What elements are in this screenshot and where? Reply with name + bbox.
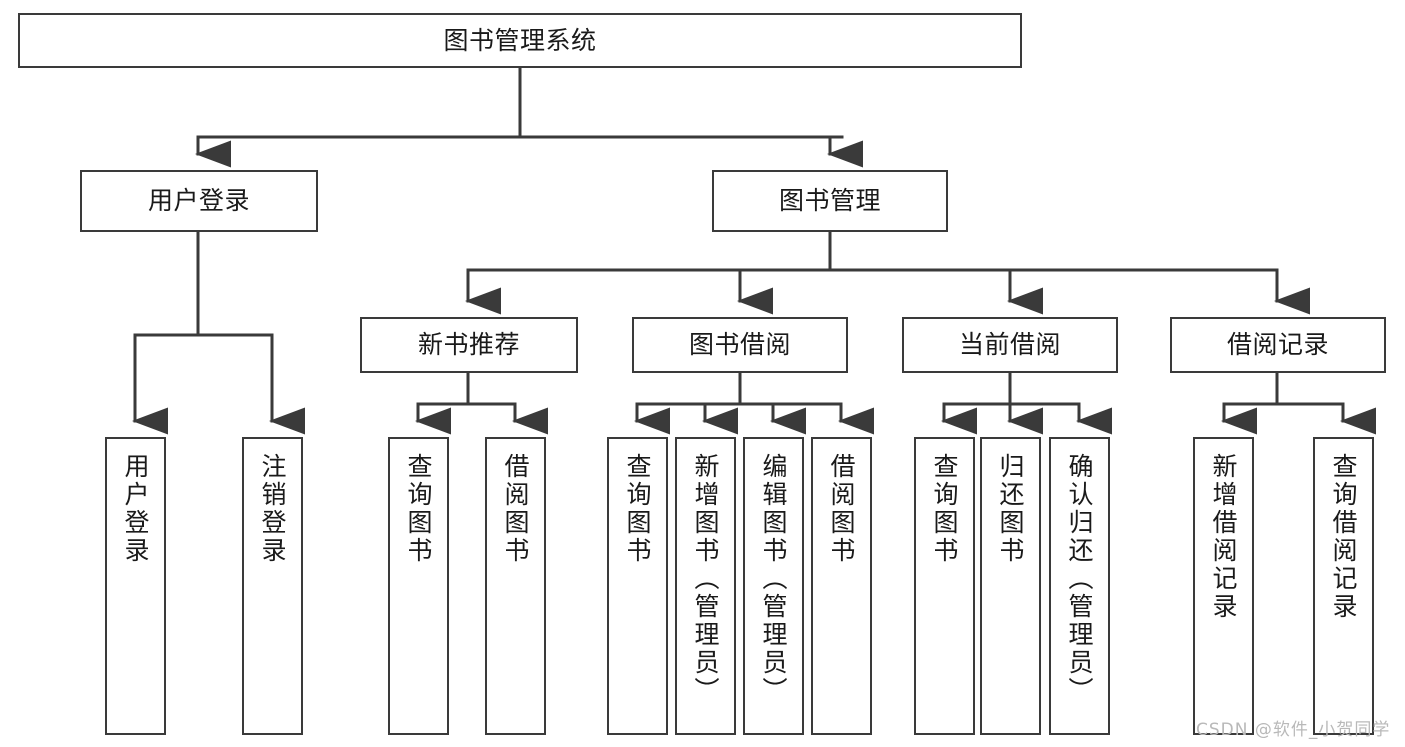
- node-label: 注销登录: [258, 453, 287, 565]
- leaf-query-borrow-record[interactable]: 查询借阅记录: [1313, 437, 1374, 735]
- node-label: 查询图书: [930, 453, 959, 565]
- node-label: 用户登录: [121, 453, 150, 565]
- node-label: 图书管理系统: [443, 25, 597, 55]
- leaf-edit-book-admin[interactable]: 编辑图书（管理员）: [743, 437, 804, 735]
- node-label: 查询图书: [404, 453, 433, 565]
- node-user-login[interactable]: 用户登录: [80, 170, 318, 232]
- node-new-book-recommend[interactable]: 新书推荐: [360, 317, 578, 373]
- leaf-logout[interactable]: 注销登录: [242, 437, 303, 735]
- node-label: 新增借阅记录: [1209, 453, 1238, 621]
- node-label: 归还图书: [996, 453, 1025, 565]
- node-label: 借阅图书: [827, 453, 856, 565]
- node-label: 图书借阅: [688, 330, 791, 359]
- leaf-query-book-current[interactable]: 查询图书: [914, 437, 975, 735]
- node-label: 编辑图书（管理员）: [759, 453, 788, 705]
- leaf-borrow-book-recommend[interactable]: 借阅图书: [485, 437, 546, 735]
- node-label: 当前借阅: [958, 330, 1061, 359]
- leaf-add-book-admin[interactable]: 新增图书（管理员）: [675, 437, 736, 735]
- node-label: 图书管理: [778, 186, 881, 215]
- leaf-query-book-recommend[interactable]: 查询图书: [388, 437, 449, 735]
- node-label: 新书推荐: [417, 330, 520, 359]
- node-label: 新增图书（管理员）: [691, 453, 720, 705]
- leaf-return-book[interactable]: 归还图书: [980, 437, 1041, 735]
- node-borrow-record[interactable]: 借阅记录: [1170, 317, 1386, 373]
- csdn-watermark: CSDN @软件_小贺同学: [1196, 720, 1391, 740]
- node-label: 查询借阅记录: [1329, 453, 1358, 621]
- node-root-book-management-system[interactable]: 图书管理系统: [18, 13, 1022, 68]
- node-label: 借阅记录: [1226, 330, 1329, 359]
- node-label: 用户登录: [147, 186, 250, 215]
- node-label: 借阅图书: [501, 453, 530, 565]
- node-label: 确认归还（管理员）: [1065, 453, 1094, 705]
- leaf-confirm-return-admin[interactable]: 确认归还（管理员）: [1049, 437, 1110, 735]
- node-current-borrow[interactable]: 当前借阅: [902, 317, 1118, 373]
- leaf-user-login[interactable]: 用户登录: [105, 437, 166, 735]
- node-book-management[interactable]: 图书管理: [712, 170, 948, 232]
- leaf-query-book-borrow[interactable]: 查询图书: [607, 437, 668, 735]
- node-label: 查询图书: [623, 453, 652, 565]
- leaf-borrow-book[interactable]: 借阅图书: [811, 437, 872, 735]
- leaf-add-borrow-record[interactable]: 新增借阅记录: [1193, 437, 1254, 735]
- node-book-borrow[interactable]: 图书借阅: [632, 317, 848, 373]
